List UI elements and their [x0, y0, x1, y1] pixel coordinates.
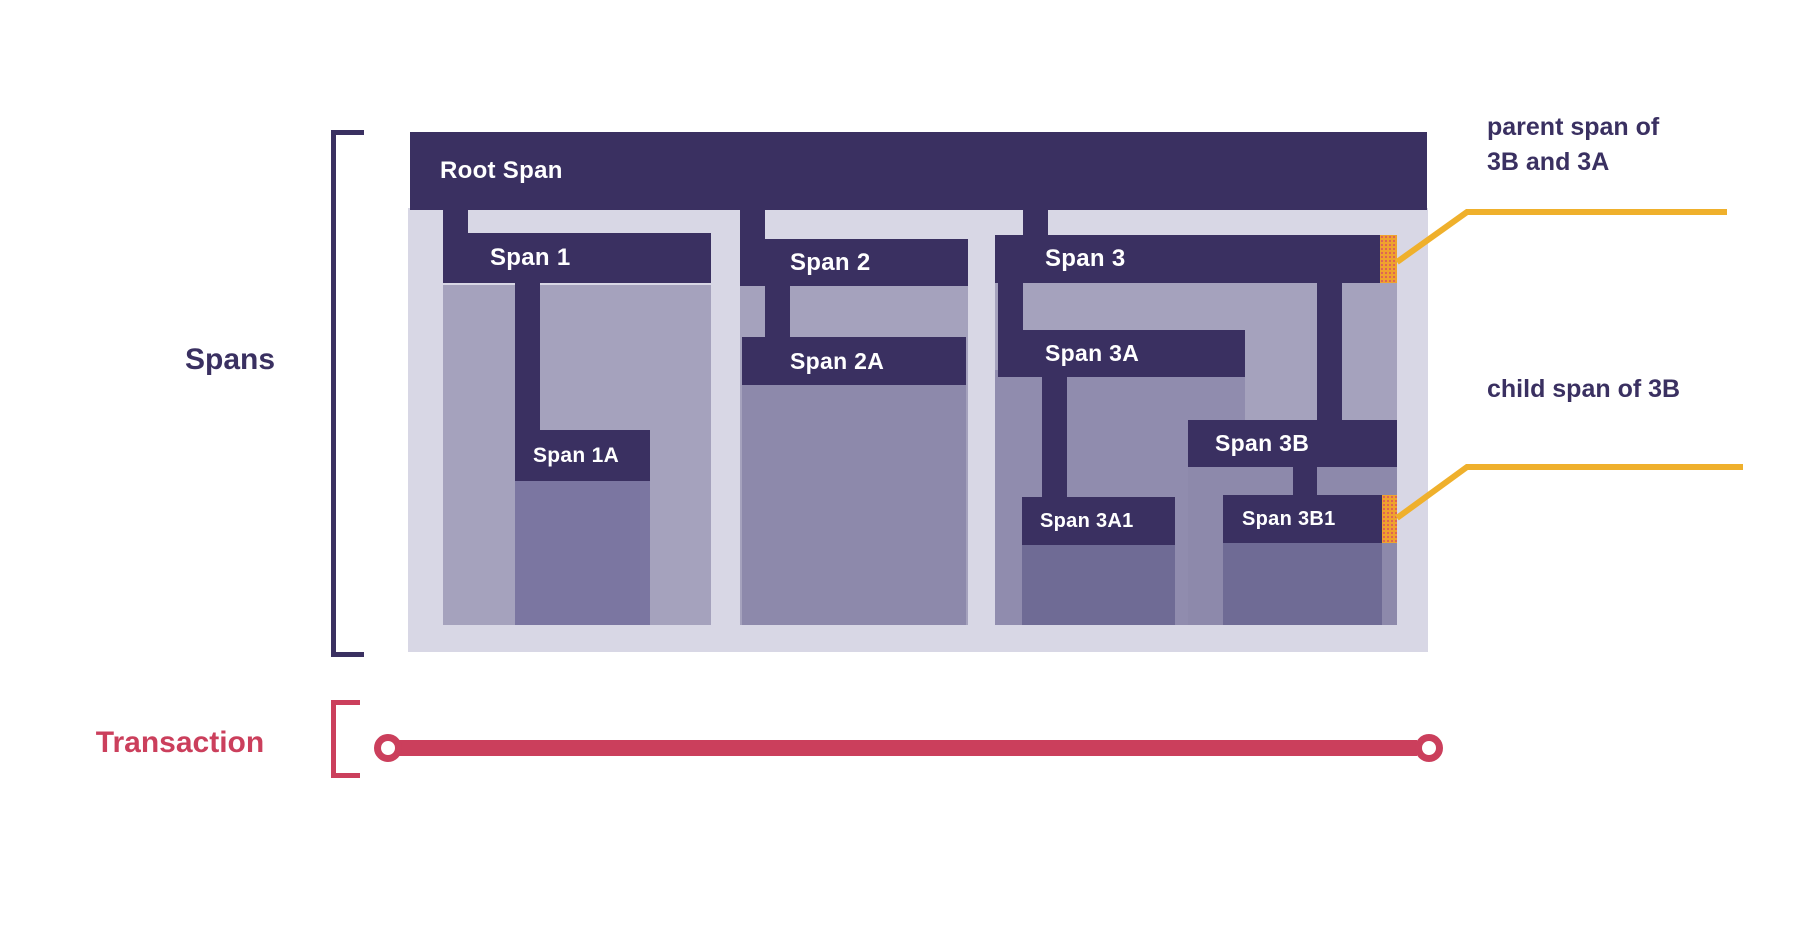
span-2a-bar: Span 2A: [742, 337, 966, 385]
span-3b1-bar: Span 3B1: [1223, 495, 1397, 543]
transaction-label: Transaction: [95, 726, 265, 759]
span-3a-label: Span 3A: [1045, 340, 1140, 366]
span-1-bar: Span 1: [443, 233, 711, 283]
child-span-annotation: child span of 3B: [1487, 375, 1681, 403]
parent-span-marker: [1380, 235, 1397, 283]
connector-root-to-span1: [443, 206, 468, 236]
transaction-timeline: [399, 740, 1417, 756]
transaction-end-point: [1415, 734, 1443, 762]
span-3b1-label: Span 3B1: [1242, 507, 1336, 530]
connector-root-to-span2: [740, 206, 765, 242]
span-2-bar: Span 2: [740, 239, 968, 286]
span-1-label: Span 1: [490, 244, 571, 271]
span-3-label: Span 3: [1045, 245, 1126, 272]
span-3a1-bar: Span 3A1: [1022, 497, 1175, 545]
parent-annotation-line: [1395, 209, 1727, 265]
span-3b-bar: Span 3B: [1188, 420, 1397, 467]
span-3a-bar: Span 3A: [998, 330, 1245, 377]
parent-span-annotation: parent span of 3B and 3A: [1487, 110, 1659, 180]
span-1a-label: Span 1A: [533, 443, 620, 467]
span-1a-region: [515, 479, 650, 625]
connector-root-to-span3: [1023, 206, 1048, 238]
span-3b1-region: [1223, 541, 1382, 625]
connector-span3-to-span3a: [998, 280, 1023, 333]
connector-span3-to-span3b: [1317, 280, 1342, 423]
root-span-label: Root Span: [440, 157, 563, 184]
span-3b-label: Span 3B: [1215, 430, 1310, 456]
connector-span2-to-span2a: [765, 283, 790, 340]
child-span-marker: [1382, 495, 1397, 543]
parent-span-annotation-line1: parent span of: [1487, 113, 1660, 141]
parent-span-annotation-line2: 3B and 3A: [1487, 148, 1610, 176]
child-annotation-line: [1395, 464, 1743, 521]
span-2-label: Span 2: [790, 248, 871, 276]
root-span-bar: Root Span: [410, 132, 1427, 210]
span-2a-region: [742, 383, 966, 625]
connector-span1-to-span1a: [515, 280, 540, 433]
span-3a1-label: Span 3A1: [1040, 509, 1134, 532]
span-3a1-region: [1022, 543, 1175, 625]
spans-label: Spans: [184, 343, 276, 376]
connector-span3a-to-span3a1: [1042, 370, 1067, 500]
span-2a-label: Span 2A: [790, 347, 885, 374]
span-3-bar: Span 3: [995, 235, 1397, 283]
spans-bracket: [331, 130, 364, 657]
transaction-bracket: [331, 700, 360, 778]
transaction-start-point: [374, 734, 402, 762]
connector-span3b-to-span3b1: [1293, 465, 1317, 498]
span-1a-bar: Span 1A: [515, 430, 650, 481]
